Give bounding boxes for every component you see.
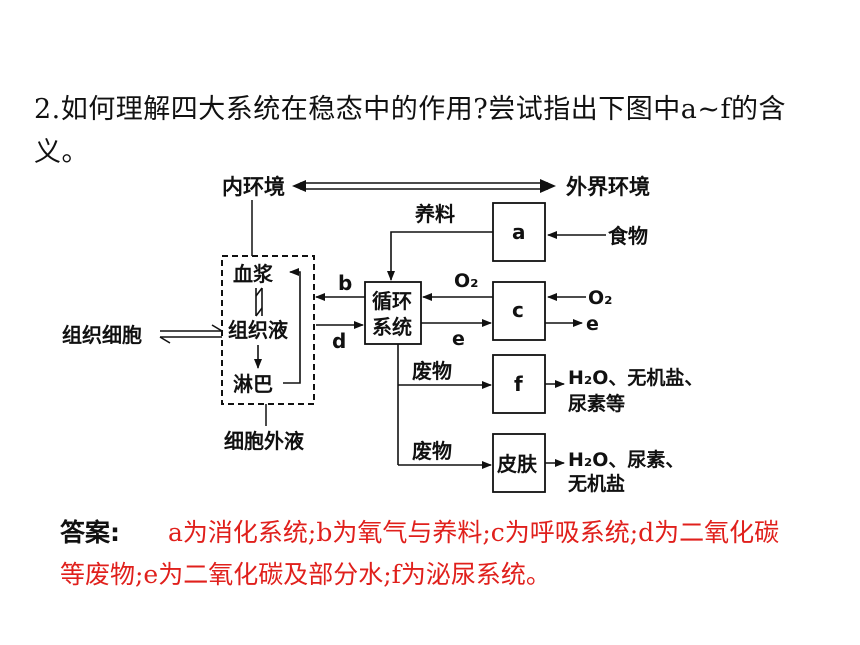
answer-text: a为消化系统;b为氧气与养料;c为呼吸系统;d为二氧化碳等废物;e为二氧化碳及部…	[60, 518, 780, 589]
circulatory-label-line2: 系统	[372, 315, 412, 339]
box-skin-label: 皮肤	[497, 452, 538, 476]
cells-tissue-fluid-arrow	[159, 324, 223, 344]
waste2-label: 废物	[412, 439, 452, 463]
f-output-line1: H₂O、无机盐、	[568, 366, 703, 389]
box-f-label: f	[514, 372, 523, 396]
inner-environment-label: 内环境	[222, 175, 285, 199]
answer-block: 答案:a为消化系统;b为氧气与养料;c为呼吸系统;d为二氧化碳等废物;e为二氧化…	[60, 512, 780, 596]
o2-right-label: O₂	[588, 287, 612, 309]
plasma-label: 血浆	[233, 262, 274, 286]
nutrients-arrow	[387, 231, 493, 281]
plasma-tissue-exchange-arrow	[255, 287, 263, 317]
extracellular-fluid-box	[221, 255, 315, 405]
box-f	[492, 354, 546, 414]
f-output-line2: 尿素等	[568, 392, 625, 415]
b-label: b	[338, 271, 352, 295]
circulatory-system-box	[364, 281, 422, 345]
inner-outer-exchange-arrow	[292, 179, 556, 193]
box-c	[492, 281, 546, 341]
d-label: d	[332, 329, 346, 353]
circulatory-label-line1: 循环	[372, 289, 412, 313]
e-right-label: e	[586, 313, 599, 335]
extracellular-fluid-label: 细胞外液	[224, 429, 305, 453]
box-c-label: c	[512, 298, 524, 322]
skin-output-line1: H₂O、尿素、	[568, 448, 684, 471]
tissue-cells-label: 组织细胞	[62, 323, 142, 347]
waste1-label: 废物	[412, 359, 452, 383]
o2-in-label: O₂	[454, 270, 478, 292]
box-a-label: a	[512, 220, 526, 244]
e-label: e	[452, 328, 465, 350]
lymph-label: 淋巴	[233, 372, 273, 396]
question-text: 2.如何理解四大系统在稳态中的作用?尝试指出下图中a~f的含义。	[34, 94, 786, 168]
lymph-to-plasma-arrow	[283, 268, 301, 384]
food-label: 食物	[608, 224, 648, 248]
tissue-fluid-label: 组织液	[228, 318, 289, 342]
answer-label: 答案:	[60, 518, 120, 547]
nutrients-label: 养料	[414, 202, 455, 226]
skin-output-line2: 无机盐	[568, 472, 625, 495]
outer-environment-label: 外界环境	[566, 175, 650, 199]
